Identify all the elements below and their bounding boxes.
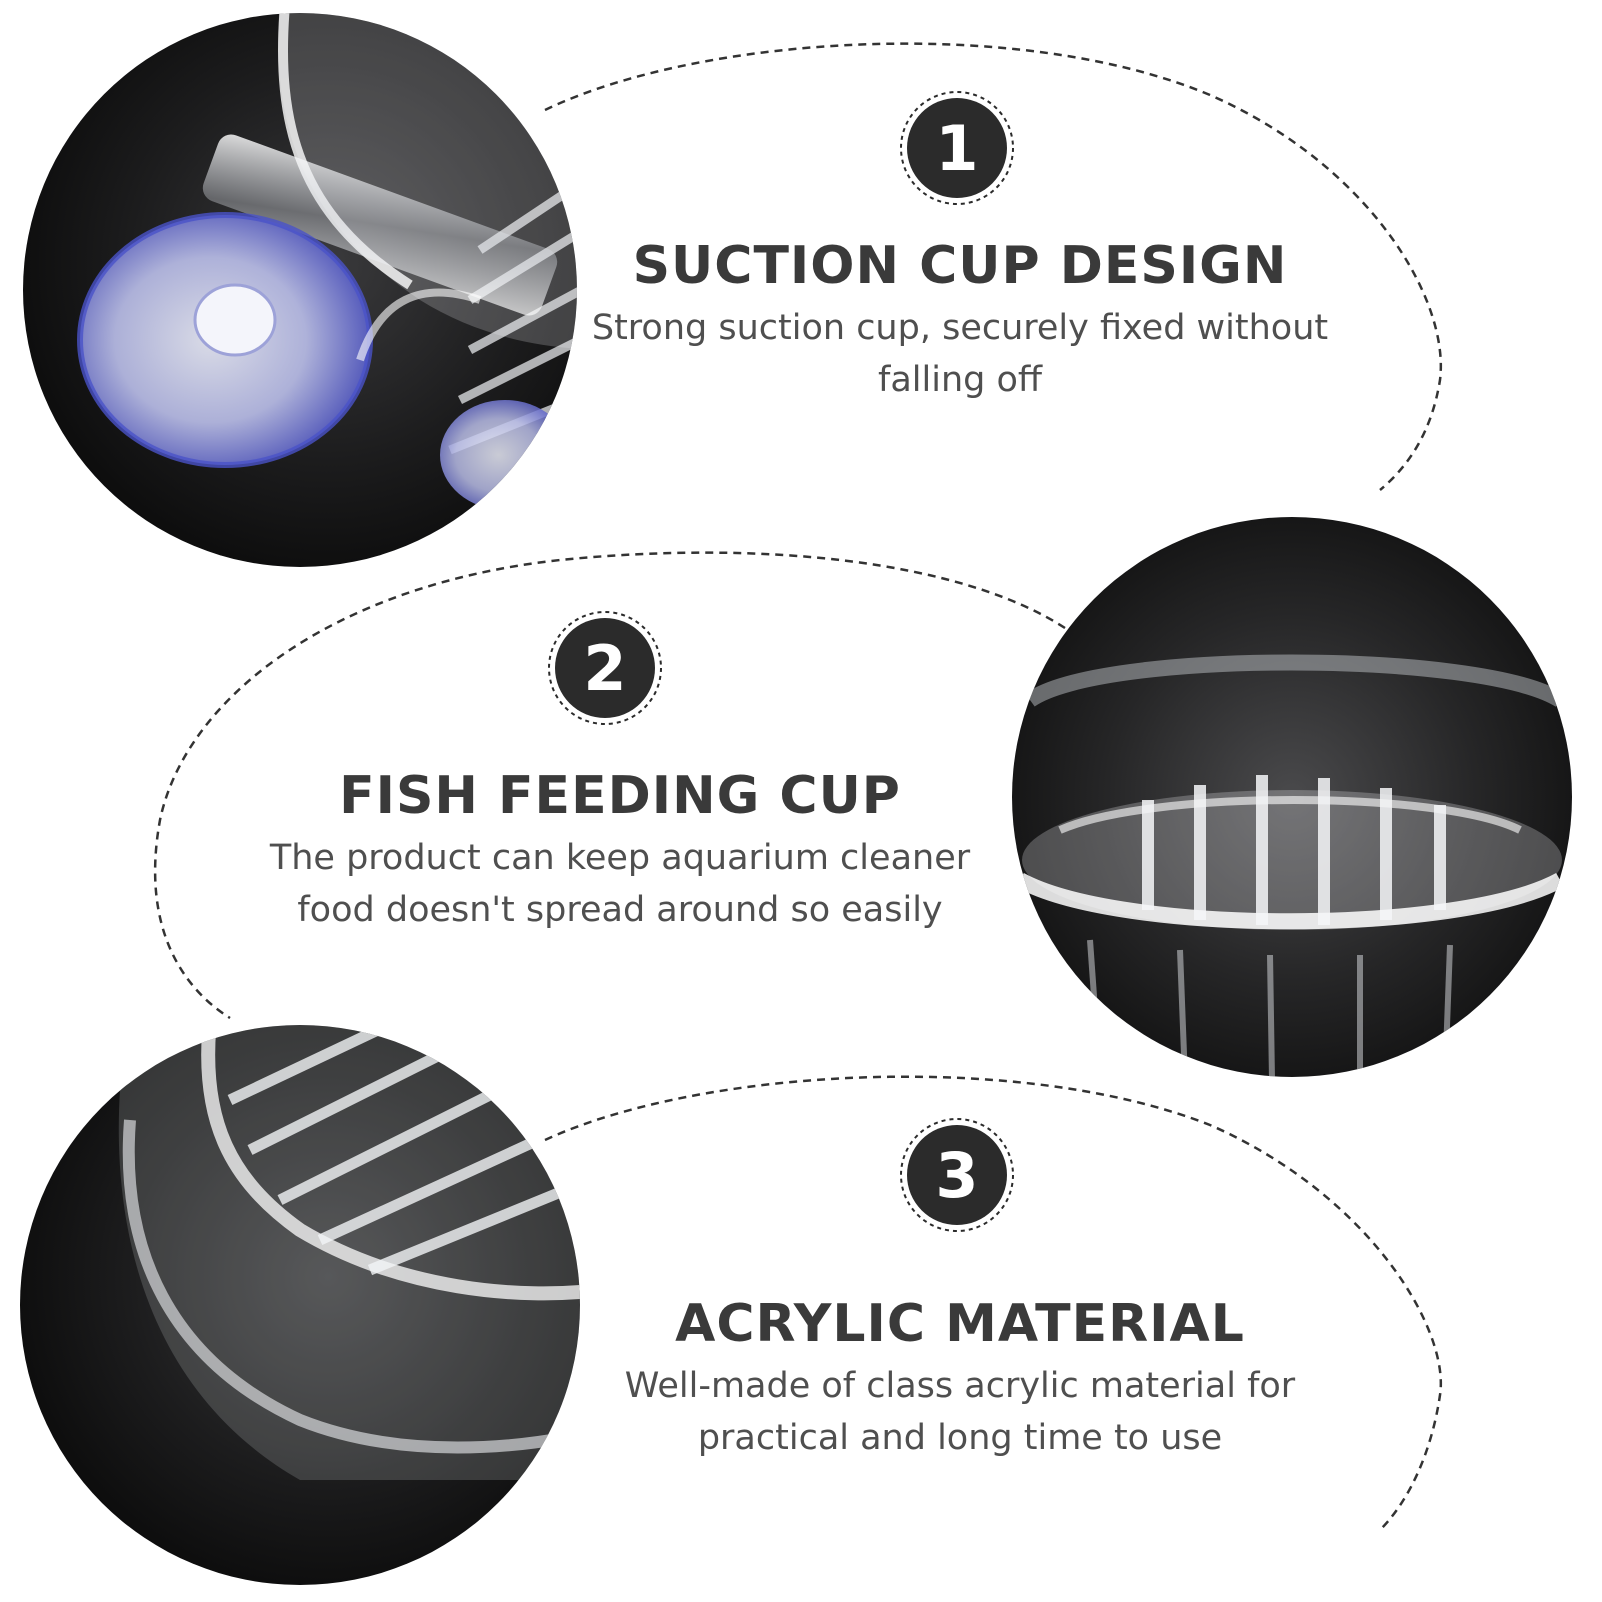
description-line: Well-made of class acrylic material for — [624, 1366, 1296, 1406]
badge-1: 1 — [900, 91, 1014, 205]
description-line: Strong suction cup, securely fixed witho… — [591, 308, 1329, 348]
feature-description: Strong suction cup, securely fixed witho… — [560, 302, 1360, 406]
feature-description: Well-made of class acrylic material for … — [560, 1360, 1360, 1464]
description-line: practical and long time to use — [697, 1418, 1223, 1458]
description-line: The product can keep aquarium cleaner — [269, 838, 971, 878]
description-line: food doesn't spread around so easily — [297, 890, 943, 930]
suction-cup-photo — [23, 13, 577, 567]
feature-title: SUCTION CUP DESIGN — [632, 236, 1288, 296]
acrylic-rim-photo — [20, 1025, 580, 1585]
feature-title: FISH FEEDING CUP — [339, 766, 901, 826]
feeding-cup-photo — [1012, 517, 1572, 1077]
feature-description: The product can keep aquarium cleaner fo… — [200, 832, 1040, 936]
badge-2: 2 — [548, 611, 662, 725]
feature-title: ACRYLIC MATERIAL — [675, 1294, 1245, 1354]
feature-suction-cup: SUCTION CUP DESIGN Strong suction cup, s… — [560, 236, 1360, 406]
dashed-outline — [153, 42, 1443, 1531]
description-line: falling off — [878, 360, 1042, 400]
feature-acrylic-material: ACRYLIC MATERIAL Well-made of class acry… — [560, 1294, 1360, 1464]
svg-text:1: 1 — [935, 112, 978, 185]
feature-feeding-cup: FISH FEEDING CUP The product can keep aq… — [200, 766, 1040, 936]
svg-text:3: 3 — [935, 1139, 978, 1212]
svg-text:2: 2 — [583, 632, 626, 705]
badge-3: 3 — [900, 1118, 1014, 1232]
